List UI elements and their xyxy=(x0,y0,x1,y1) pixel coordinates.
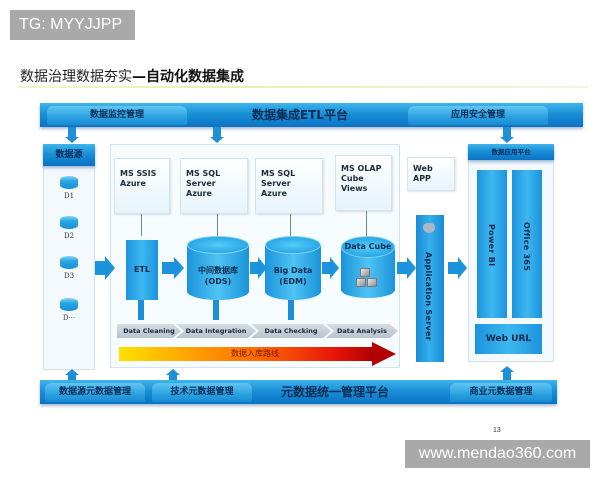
right-arrow-icon xyxy=(162,262,174,274)
connector-stem xyxy=(213,300,219,320)
app-platform-header: 数据应用平台 xyxy=(468,144,554,160)
down-arrow-icon xyxy=(210,137,224,143)
etl-block[interactable]: ETL xyxy=(126,240,158,300)
slide-title-normal: 数据治理数据夯实 xyxy=(20,69,132,85)
right-arrow-icon xyxy=(397,262,407,274)
monitor-management-tab: 数据监控管理 xyxy=(47,106,187,125)
right-arrow-icon xyxy=(407,257,416,279)
data-cube-label: Data Cube xyxy=(344,242,392,251)
right-arrow-icon xyxy=(174,257,184,279)
data-source-d1[interactable]: D1 xyxy=(50,176,88,200)
gear-logo-icon xyxy=(423,223,435,233)
down-arrow-icon xyxy=(500,137,514,143)
connector-line xyxy=(217,214,218,236)
business-metadata-tab: 商业元数据管理 xyxy=(450,383,552,402)
step-data-integration: Data Integration xyxy=(176,324,256,338)
connector-line xyxy=(141,214,142,236)
technical-metadata-tab: 技术元数据管理 xyxy=(152,383,252,402)
up-arrow-icon xyxy=(166,369,180,375)
down-arrow-icon xyxy=(503,127,511,137)
up-arrow-icon xyxy=(68,375,76,383)
source-metadata-tab: 数据源元数据管理 xyxy=(45,383,145,402)
edm-label: Big Data (EDM) xyxy=(273,266,313,286)
up-arrow-icon xyxy=(503,372,511,380)
database-icon xyxy=(60,298,78,311)
edm-database-top xyxy=(265,236,321,254)
data-source-d2[interactable]: D2 xyxy=(50,216,88,240)
connector-stem xyxy=(288,300,294,320)
right-arrow-icon xyxy=(322,262,330,274)
data-cube-top xyxy=(341,236,395,258)
security-management-tab: 应用安全管理 xyxy=(408,106,548,125)
down-arrow-icon xyxy=(65,137,79,143)
slide-title-bold: —自动化数据集成 xyxy=(132,69,244,85)
power-bi-label: Power BI xyxy=(487,224,496,267)
right-arrow-icon xyxy=(458,257,467,279)
data-source-d3[interactable]: D3 xyxy=(50,256,88,280)
service-card-ssis[interactable]: MS SSIS Azure xyxy=(114,158,170,214)
power-bi-tile[interactable] xyxy=(477,170,507,318)
page-number: 13 xyxy=(493,427,501,434)
ods-database-top xyxy=(187,236,249,254)
cubes-icon xyxy=(367,278,377,287)
watermark-tag: TG: MYYJJPP xyxy=(10,10,135,40)
service-card-sql-edm[interactable]: MS SQL Server Azure xyxy=(255,158,323,214)
connector-stem xyxy=(138,300,144,320)
cubes-icon xyxy=(356,278,366,287)
office-365-tile[interactable] xyxy=(512,170,542,318)
etl-platform-title: 数据集成ETL平台 xyxy=(251,108,349,122)
connector-line xyxy=(290,214,291,236)
down-arrow-icon xyxy=(68,127,76,137)
right-arrow-icon xyxy=(330,257,339,279)
office-365-label: Office 365 xyxy=(522,222,531,272)
database-icon xyxy=(60,176,78,189)
right-arrow-icon xyxy=(95,261,105,275)
slide-title: 数据治理数据夯实—自动化数据集成 xyxy=(20,66,244,86)
title-underline xyxy=(18,86,588,88)
connector-line xyxy=(366,211,367,236)
footer-watermark: www.mendao360.com xyxy=(405,440,590,468)
step-data-analysis: Data Analysis xyxy=(326,324,398,338)
service-card-olap[interactable]: MS OLAP Cube Views xyxy=(335,155,392,211)
ods-label: 中间数据库 (ODS) xyxy=(198,266,238,286)
web-app-card[interactable]: Web APP xyxy=(407,157,455,191)
data-source-header: 数据源 xyxy=(43,144,95,166)
database-icon xyxy=(60,216,78,229)
data-flow-arrow xyxy=(119,347,373,361)
metadata-platform-title: 元数据统一管理平台 xyxy=(280,385,389,399)
data-flow-arrowhead-icon xyxy=(372,342,396,366)
up-arrow-icon xyxy=(65,369,79,375)
web-url-tile[interactable]: Web URL xyxy=(475,324,542,354)
right-arrow-icon xyxy=(448,262,458,274)
up-arrow-icon xyxy=(500,366,514,372)
database-icon xyxy=(60,256,78,269)
right-arrow-icon xyxy=(250,262,258,274)
down-arrow-icon xyxy=(213,127,221,137)
service-card-sql-ods[interactable]: MS SQL Server Azure xyxy=(180,158,248,214)
application-server[interactable] xyxy=(416,215,444,362)
application-server-label: Application Server xyxy=(424,252,433,341)
up-arrow-icon xyxy=(169,375,177,383)
data-flow-label: 数据入库路线 xyxy=(231,349,279,358)
right-arrow-icon xyxy=(258,257,267,279)
cubes-icon xyxy=(360,268,370,277)
step-data-checking: Data Checking xyxy=(251,324,331,338)
right-arrow-icon xyxy=(105,256,115,280)
step-data-cleaning: Data Cleaning xyxy=(117,324,181,338)
data-source-more[interactable]: D··· xyxy=(50,298,88,322)
